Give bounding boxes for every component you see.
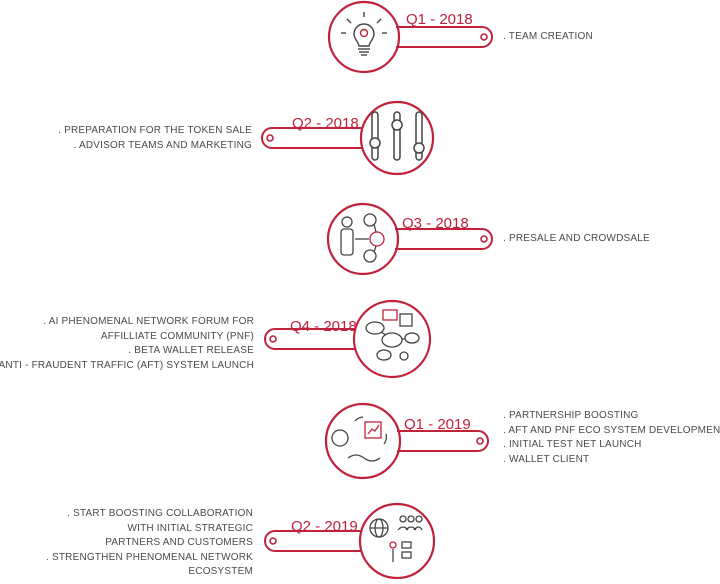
connector-bracket — [264, 530, 361, 552]
milestone-q1-2018: Q1 - 2018 — [327, 0, 493, 74]
description-line: PARTNERS AND CUSTOMERS — [105, 537, 253, 549]
description-line: . PARTNERSHIP BOOSTING — [503, 410, 639, 421]
milestone-q2-2019: Q2 - 2019 — [264, 502, 436, 580]
milestone-description: . PARTNERSHIP BOOSTING . AFT AND PNF ECO… — [503, 409, 720, 467]
collaboration-icon — [369, 515, 423, 562]
quarter-label: Q2 - 2018 — [292, 115, 359, 132]
description-line: . ADVISOR TEAMS AND MARKETING — [73, 139, 252, 151]
connector-dot — [480, 235, 488, 243]
sliders-icon — [369, 111, 425, 161]
connector-bracket — [395, 228, 493, 250]
quarter-label: Q4 - 2018 — [290, 318, 357, 335]
connector-dot — [476, 437, 484, 445]
quarter-label: Q2 - 2019 — [291, 518, 358, 535]
milestone-description: . PREPARATION FOR THE TOKEN SALE . ADVIS… — [58, 124, 252, 153]
description-line: . TEAM CREATION — [503, 31, 593, 42]
connector-dot — [480, 33, 488, 41]
quarter-label: Q1 - 2018 — [406, 11, 473, 28]
milestone-description: . TEAM CREATION — [503, 30, 593, 45]
milestone-circle — [359, 100, 435, 176]
milestone-description: . PRESALE AND CROWDSALE — [503, 232, 650, 247]
lightbulb-icon — [341, 12, 387, 56]
description-line: . PREPARATION FOR THE TOKEN SALE — [58, 125, 252, 136]
chat-network-icon — [365, 309, 420, 361]
connector-bracket — [397, 430, 489, 452]
description-line: . ANTI - FRAUDENT TRAFFIC (AFT) SYSTEM L… — [0, 359, 254, 371]
connector-bracket — [264, 328, 355, 350]
description-line: AFFILLIATE COMMUNITY (PNF) — [100, 330, 254, 342]
description-line: . AI PHENOMENAL NETWORK FORUM FOR — [43, 316, 254, 327]
description-line: . STRENGTHEN PHENOMENAL NETWORK — [46, 551, 253, 563]
connector-bracket — [396, 26, 493, 48]
partnership-icon — [331, 416, 387, 462]
person-coins-icon — [340, 213, 385, 263]
connector-dot — [266, 134, 274, 142]
description-line: . BETA WALLET RELEASE — [128, 345, 254, 357]
milestone-q4-2018: Q4 - 2018 — [264, 299, 432, 379]
description-line: . START BOOSTING COLLABORATION — [67, 508, 253, 519]
description-line: ECOSYSTEM — [188, 566, 253, 578]
description-line: . INITIAL TEST NET LAUNCH — [503, 439, 642, 451]
description-line: . AFT AND PNF ECO SYSTEM DEVELOPMENT — [503, 424, 720, 436]
connector-dot — [269, 335, 277, 343]
milestone-q1-2019: Q1 - 2019 — [324, 402, 489, 480]
description-line: WITH INITIAL STRATEGIC — [127, 522, 253, 534]
description-line: . WALLET CLIENT — [503, 453, 590, 465]
connector-bracket — [261, 127, 362, 149]
milestone-description: . AI PHENOMENAL NETWORK FORUM FOR AFFILL… — [0, 315, 254, 373]
quarter-label: Q3 - 2018 — [402, 215, 469, 232]
quarter-label: Q1 - 2019 — [404, 416, 471, 433]
description-line: . PRESALE AND CROWDSALE — [503, 233, 650, 244]
milestone-q2-2018: Q2 - 2018 — [261, 100, 435, 176]
milestone-circle — [324, 402, 402, 480]
milestone-q3-2018: Q3 - 2018 — [326, 202, 493, 276]
connector-dot — [269, 537, 277, 545]
milestone-description: . START BOOSTING COLLABORATION WITH INIT… — [46, 507, 253, 580]
milestone-circle — [358, 502, 436, 580]
milestone-circle — [352, 299, 432, 379]
